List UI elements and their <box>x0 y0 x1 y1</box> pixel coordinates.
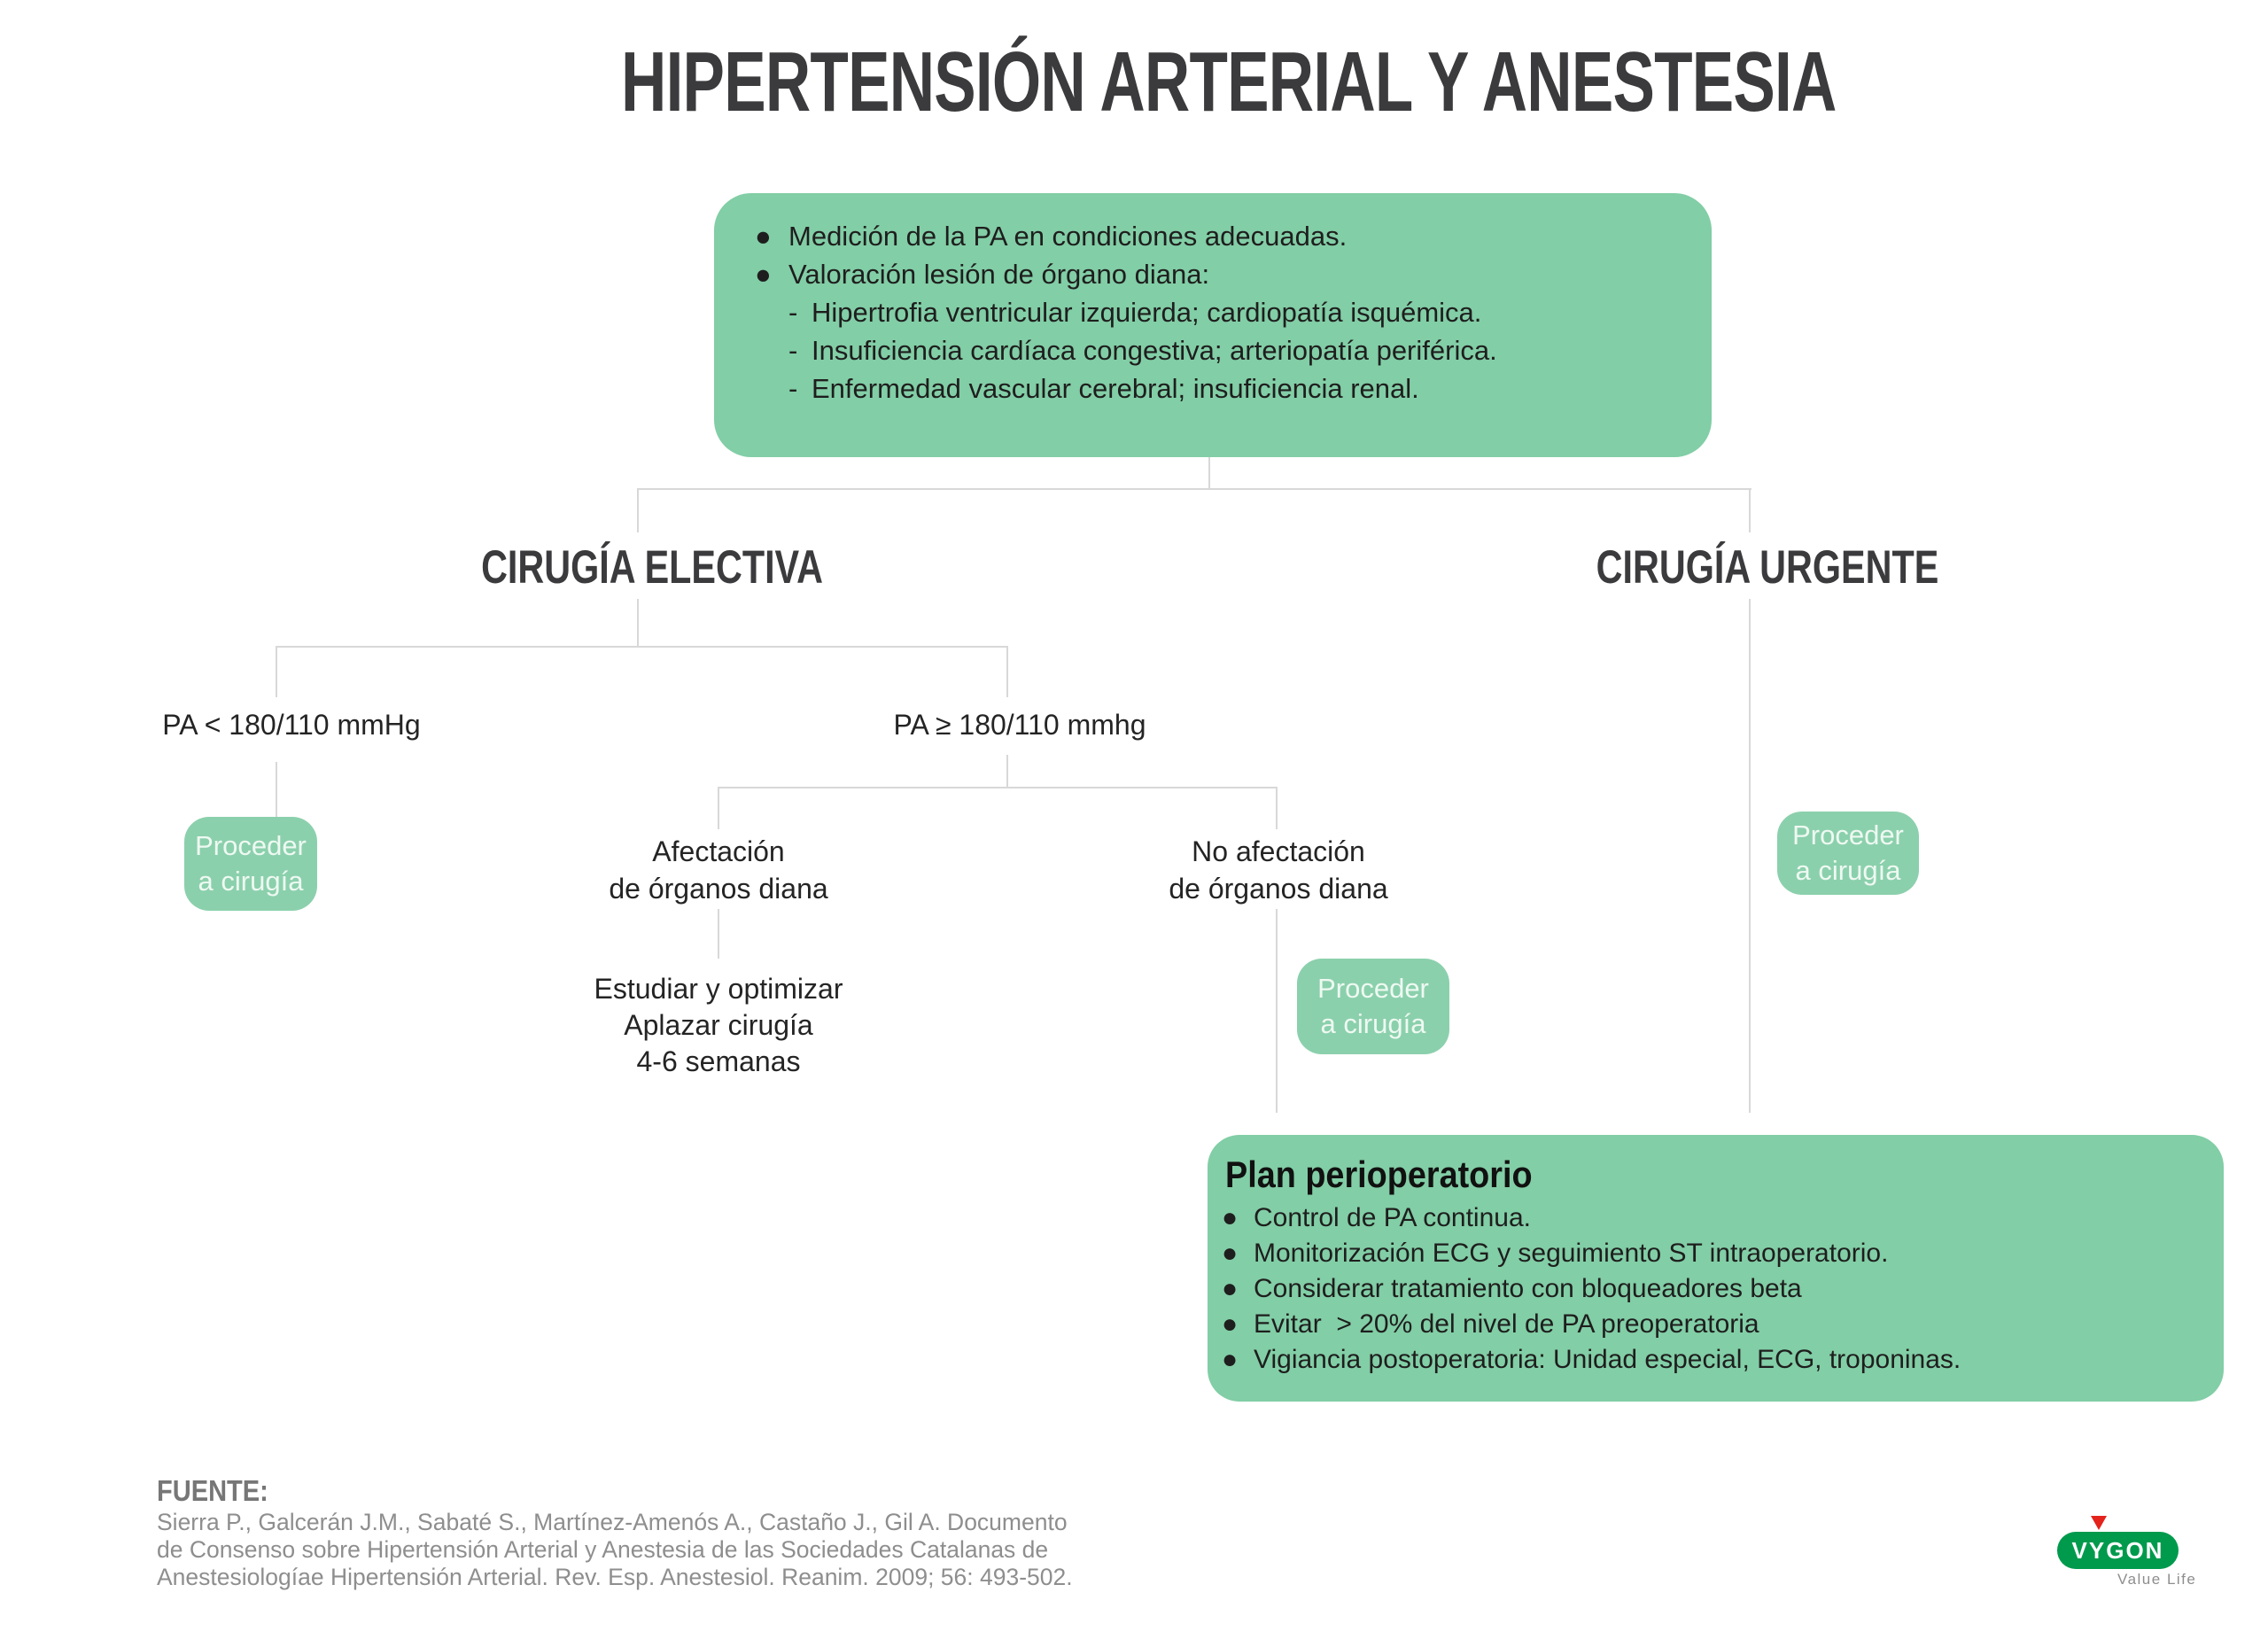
assessment-item-text: Insuficiencia cardíaca congestiva; arter… <box>812 335 1497 366</box>
plan-item: ● Monitorización ECG y seguimiento ST in… <box>1222 1236 2202 1271</box>
plan-item: ● Control de PA continua. <box>1222 1200 2202 1236</box>
label-pa-low: PA < 180/110 mmHg <box>162 709 421 741</box>
vygon-triangle-icon <box>2091 1516 2107 1530</box>
source-label: FUENTE: <box>157 1474 268 1507</box>
assessment-item: ● Valoración lesión de órgano diana: <box>755 255 1676 293</box>
proceed-surgery-button-no-damage: Proceder a cirugía <box>1297 959 1449 1054</box>
connector-line <box>637 488 1751 490</box>
bullet-icon: ● <box>755 221 772 252</box>
connector-line <box>718 787 1278 788</box>
connector-line <box>637 488 639 532</box>
connector-line <box>718 909 719 959</box>
plan-item-text: Considerar tratamiento con bloqueadores … <box>1254 1274 1802 1303</box>
branch-heading-elective: CIRUGÍA ELECTIVA <box>481 541 823 594</box>
connector-line <box>276 646 277 697</box>
assessment-item-text: Enfermedad vascular cerebral; insuficien… <box>812 373 1419 404</box>
source-citation: Sierra P., Galcerán J.M., Sabaté S., Mar… <box>157 1509 1073 1590</box>
bullet-icon: ● <box>1222 1203 1239 1232</box>
connector-line <box>276 646 1008 648</box>
page-title: HIPERTENSIÓN ARTERIAL Y ANESTESIA <box>621 35 1837 129</box>
dash-icon: - <box>788 297 798 328</box>
label-organ-damage: Afectación de órganos diana <box>609 835 828 905</box>
proceed-surgery-button-low-bp: Proceder a cirugía <box>184 817 317 911</box>
perioperative-plan-box: Plan perioperatorio ● Control de PA cont… <box>1208 1135 2224 1402</box>
vygon-brand: VYGON <box>2071 1537 2164 1564</box>
connector-line <box>1276 787 1278 829</box>
plan-item-text: Control de PA continua. <box>1254 1203 1531 1232</box>
connector-line <box>276 762 277 817</box>
connector-line <box>1208 457 1210 489</box>
bullet-icon: ● <box>1222 1274 1239 1303</box>
assessment-item-text: Valoración lesión de órgano diana: <box>788 259 1210 290</box>
assessment-item: - Hipertrofia ventricular izquierda; car… <box>788 293 1676 331</box>
assessment-item-text: Hipertrofia ventricular izquierda; cardi… <box>812 297 1482 328</box>
label-pa-high: PA ≥ 180/110 mmhg <box>893 709 1146 741</box>
plan-item-text: Vigiancia postoperatoria: Unidad especia… <box>1254 1345 1961 1374</box>
preop-assessment-box: ● Medición de la PA en condiciones adecu… <box>714 193 1712 457</box>
plan-item: ● Considerar tratamiento con bloqueadore… <box>1222 1271 2202 1307</box>
assessment-item: - Enfermedad vascular cerebral; insufici… <box>788 369 1676 408</box>
bullet-icon: ● <box>1222 1239 1239 1268</box>
vygon-tagline: Value Life <box>2117 1571 2197 1588</box>
vygon-pill: VYGON <box>2057 1532 2179 1569</box>
connector-line <box>1276 909 1278 1113</box>
plan-item-text: Evitar > 20% del nivel de PA preoperator… <box>1254 1309 1759 1339</box>
dash-icon: - <box>788 373 798 404</box>
connector-line <box>1006 755 1008 788</box>
bullet-icon: ● <box>755 259 772 290</box>
label-no-organ-damage: No afectación de órganos diana <box>1169 835 1388 905</box>
connector-line <box>1749 599 1751 1113</box>
branch-heading-urgent: CIRUGÍA URGENTE <box>1596 541 1939 594</box>
assessment-item: ● Medición de la PA en condiciones adecu… <box>755 217 1676 255</box>
plan-item-text: Monitorización ECG y seguimiento ST intr… <box>1254 1239 1889 1268</box>
assessment-item: - Insuficiencia cardíaca congestiva; art… <box>788 331 1676 369</box>
connector-line <box>718 787 719 829</box>
plan-title: Plan perioperatorio <box>1225 1154 1533 1195</box>
plan-item: ● Vigiancia postoperatoria: Unidad espec… <box>1222 1342 2202 1378</box>
connector-line <box>637 599 639 648</box>
connector-line <box>1006 646 1008 697</box>
plan-item: ● Evitar > 20% del nivel de PA preoperat… <box>1222 1307 2202 1342</box>
label-study-optimize: Estudiar y optimizar Aplazar cirugía 4-6… <box>594 973 843 1077</box>
assessment-item-text: Medición de la PA en condiciones adecuad… <box>788 221 1348 252</box>
dash-icon: - <box>788 335 798 366</box>
bullet-icon: ● <box>1222 1345 1239 1374</box>
bullet-icon: ● <box>1222 1309 1239 1339</box>
connector-line <box>1749 488 1751 532</box>
proceed-surgery-button-urgent: Proceder a cirugía <box>1777 812 1919 895</box>
